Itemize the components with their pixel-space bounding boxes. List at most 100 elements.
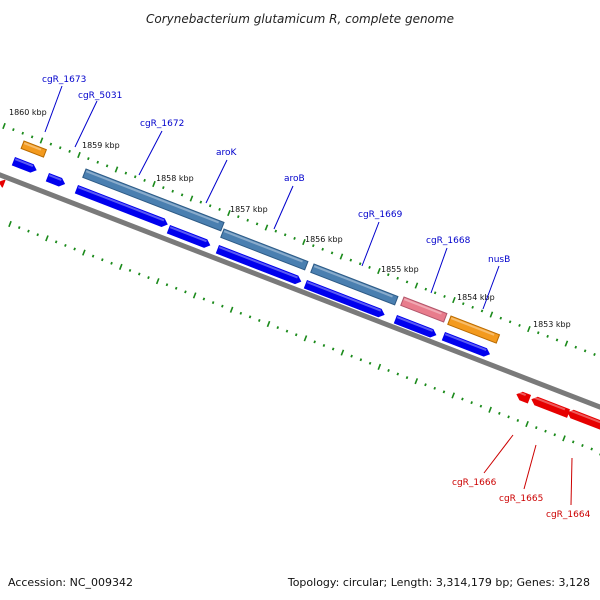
outer-tick <box>414 282 419 289</box>
inner-tick <box>488 406 492 413</box>
inner-tick <box>285 329 289 333</box>
cds-arrow-cgR-1669[interactable] <box>303 280 387 319</box>
inner-tick <box>192 292 197 299</box>
reverse-gene-cgR-1664[interactable] <box>566 408 600 431</box>
tick-label-1856: 1856 kbp <box>305 235 343 244</box>
inner-tick <box>266 320 271 328</box>
gene-label-cgR-1673[interactable]: cgR_1673 <box>42 75 86 85</box>
gene-label-cgR-1666[interactable]: cgR_1666 <box>452 478 497 488</box>
outer-tick <box>68 149 71 153</box>
outer-tick <box>171 189 175 193</box>
outer-tick <box>12 128 15 132</box>
inner-tick <box>396 372 400 376</box>
gene-bar-cgR-1673[interactable] <box>20 140 48 158</box>
topology-text: Topology: circular; Length: 3,314,179 bp… <box>287 576 590 589</box>
inner-tick <box>387 368 390 372</box>
inner-tick <box>424 383 427 387</box>
gene-label-cgR-1668[interactable]: cgR_1668 <box>426 236 471 246</box>
inner-tick <box>303 335 308 342</box>
forward-gene-labels: cgR_1673 cgR_5031 cgR_1672 aroK aroB cgR… <box>42 75 510 310</box>
tick-label-1854: 1854 kbp <box>457 293 495 302</box>
inner-tick <box>8 220 12 228</box>
inner-tick <box>64 243 67 247</box>
leader-line-cgR-1668 <box>430 247 448 294</box>
cds-arrow-nusB[interactable] <box>441 332 492 358</box>
inner-tick <box>516 418 520 422</box>
inner-tick <box>590 447 593 451</box>
outer-tick <box>21 131 25 135</box>
outer-tick <box>114 166 119 173</box>
inner-tick <box>507 415 510 419</box>
outer-tick <box>555 338 559 342</box>
inner-tick <box>562 435 566 442</box>
outer-tick <box>368 265 371 269</box>
outer-tick <box>218 207 221 211</box>
outer-tick <box>321 247 324 251</box>
leader-line-cgR-1664 <box>570 457 573 506</box>
inner-tick <box>202 297 206 301</box>
cds-track <box>11 157 492 358</box>
inner-tick <box>451 392 456 399</box>
inner-tick <box>36 233 39 237</box>
gene-bar-aroB[interactable] <box>220 228 309 271</box>
inner-tick <box>174 286 178 290</box>
outer-tick <box>312 244 315 248</box>
inner-tick <box>128 268 132 272</box>
inner-tick <box>571 440 575 444</box>
gene-label-aroB[interactable]: aroB <box>284 174 305 184</box>
cds-arrow-cgR-1673[interactable] <box>11 157 39 174</box>
reverse-gene-cgR-1666[interactable] <box>515 390 532 404</box>
gene-bar-nusB[interactable] <box>447 315 501 344</box>
gene-bar-cgR-1668[interactable] <box>400 296 448 323</box>
inner-tick <box>294 333 298 337</box>
inner-tick <box>359 358 363 362</box>
outer-tick <box>461 302 465 306</box>
inner-tick <box>91 254 95 258</box>
outer-tick <box>152 180 156 188</box>
outer-tick <box>433 291 437 295</box>
outer-tick <box>396 276 399 280</box>
leader-line-cgR-1669 <box>361 221 380 267</box>
gene-label-cgR-5031[interactable]: cgR_5031 <box>78 91 122 101</box>
inner-tick <box>229 306 234 313</box>
inner-tick <box>17 226 21 230</box>
outer-tick <box>143 178 146 182</box>
cds-arrow-cgR-5031[interactable] <box>45 173 67 188</box>
gene-label-cgR-1665[interactable]: cgR_1665 <box>499 494 543 504</box>
outer-tick <box>199 200 203 204</box>
cds-arrow-cgR-1672[interactable] <box>74 185 170 229</box>
gene-bar-cgR-1672[interactable] <box>82 168 225 232</box>
inner-tick <box>433 386 437 390</box>
gene-label-nusB[interactable]: nusB <box>488 255 510 265</box>
inner-tick <box>525 420 529 428</box>
outer-tick <box>536 331 540 335</box>
gene-label-cgR-1664[interactable]: cgR_1664 <box>546 510 591 520</box>
cds-arrow-aroK[interactable] <box>166 225 212 250</box>
reverse-genes-track <box>0 178 600 431</box>
outer-tick <box>471 305 474 309</box>
outer-tick <box>133 175 137 179</box>
cds-arrow-cgR-1668[interactable] <box>393 315 438 339</box>
inner-tick <box>239 311 243 315</box>
reverse-gene-clipped[interactable] <box>0 178 6 188</box>
reverse-gene-labels: cgR_1666 cgR_1665 cgR_1664 <box>452 434 591 520</box>
outer-tick <box>489 311 494 318</box>
gene-label-cgR-1672[interactable]: cgR_1672 <box>140 119 184 129</box>
outer-tick <box>405 280 409 284</box>
outer-tick <box>546 334 549 338</box>
outer-tick <box>293 236 296 240</box>
map-title: Corynebacterium glutamicum R, complete g… <box>146 12 454 26</box>
outer-tick <box>302 238 306 246</box>
cds-arrow-aroB[interactable] <box>215 245 303 286</box>
outer-tick <box>162 186 165 190</box>
gene-label-aroK[interactable]: aroK <box>216 148 238 158</box>
reverse-gene-cgR-1665[interactable] <box>530 395 571 418</box>
outer-tick <box>49 142 53 146</box>
tick-label-1859: 1859 kbp <box>82 141 120 150</box>
gene-label-cgR-1669[interactable]: cgR_1669 <box>358 210 403 220</box>
inner-tick <box>82 249 86 256</box>
gene-bar-cgR-1669[interactable] <box>310 263 399 306</box>
inner-tick <box>221 304 224 308</box>
outer-tick <box>499 316 503 320</box>
outer-tick <box>189 195 194 202</box>
